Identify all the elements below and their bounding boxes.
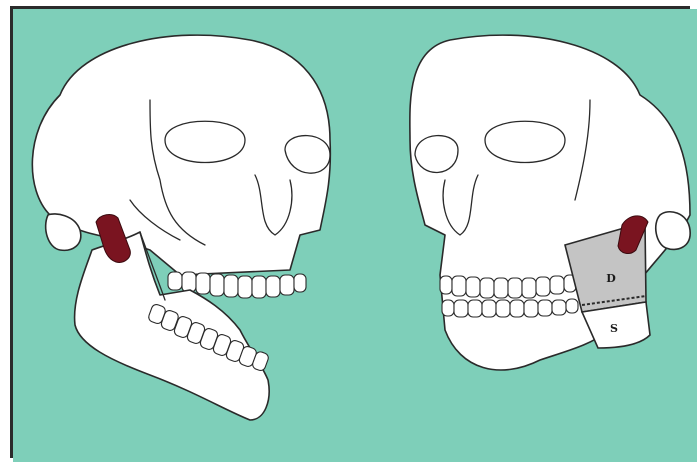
graft-label-s: S <box>610 322 618 335</box>
graft-label-d: D <box>606 272 616 285</box>
right-mastoid <box>656 212 690 250</box>
